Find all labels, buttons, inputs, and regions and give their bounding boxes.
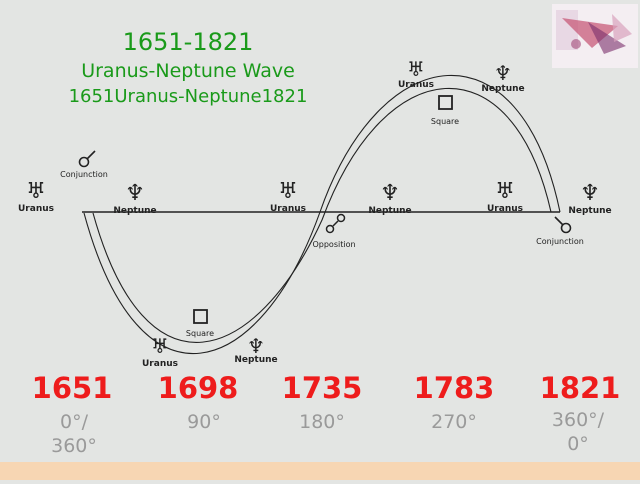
timeline-year: 1698	[158, 371, 239, 405]
uranus-glyph-3: ♅	[495, 179, 515, 204]
neptune-label-2: Neptune	[368, 206, 411, 216]
timeline-year: 1783	[414, 371, 495, 405]
uranus-label-peak: Uranus	[398, 80, 434, 90]
neptune-label-1: Neptune	[113, 206, 156, 216]
uranus-label-3: Uranus	[487, 204, 523, 214]
title-years: 1651-1821	[123, 28, 254, 56]
neptune-glyph-trough: ♆	[247, 334, 265, 358]
uranus-glyph-2: ♅	[278, 179, 298, 204]
timeline-degree: 0°/	[60, 411, 89, 433]
wave-inner	[92, 87, 552, 343]
neptune-glyph-right: ♆	[580, 181, 600, 206]
uranus-label-left: Uranus	[18, 204, 54, 214]
timeline-degree: 180°	[299, 411, 345, 433]
timeline-year: 1735	[282, 371, 363, 405]
neptune-glyph-peak: ♆	[494, 61, 512, 85]
square-icon	[193, 309, 208, 324]
uranus-glyph-trough: ♅	[151, 334, 169, 358]
uranus-label-2: Uranus	[270, 204, 306, 214]
timeline-year: 1651	[32, 371, 113, 405]
square-label-bottom: Square	[186, 329, 214, 338]
timeline-degree: 270°	[431, 411, 477, 433]
neptune-label-trough: Neptune	[234, 355, 277, 365]
timeline-degree: 0°	[567, 433, 589, 455]
bottom-band	[0, 462, 640, 480]
opposition-label: Opposition	[312, 240, 355, 249]
timeline-degree: 90°	[187, 411, 221, 433]
conjunction-label-left: Conjunction	[60, 170, 108, 179]
uranus-glyph-peak: ♅	[407, 57, 425, 81]
conjunction-icon	[554, 216, 572, 234]
neptune-label-right: Neptune	[568, 206, 611, 216]
timeline-degree: 360°	[51, 435, 97, 457]
opposition-icon	[325, 213, 346, 234]
corner-logo-icon	[552, 4, 638, 68]
uranus-glyph-left: ♅	[26, 179, 46, 204]
timeline-year: 1821	[540, 371, 621, 405]
conjunction-icon	[78, 150, 96, 168]
timeline-degree: 360°/	[552, 409, 605, 431]
title-sub: 1651Uranus-Neptune1821	[69, 86, 308, 107]
neptune-glyph-2: ♆	[380, 181, 400, 206]
conjunction-label-right: Conjunction	[536, 237, 584, 246]
uranus-label-trough: Uranus	[142, 359, 178, 369]
wave-outer	[83, 74, 561, 355]
title-name: Uranus-Neptune Wave	[81, 60, 295, 82]
neptune-label-peak: Neptune	[481, 84, 524, 94]
square-label-top: Square	[431, 117, 459, 126]
square-icon	[438, 95, 453, 110]
neptune-glyph-1: ♆	[125, 181, 145, 206]
